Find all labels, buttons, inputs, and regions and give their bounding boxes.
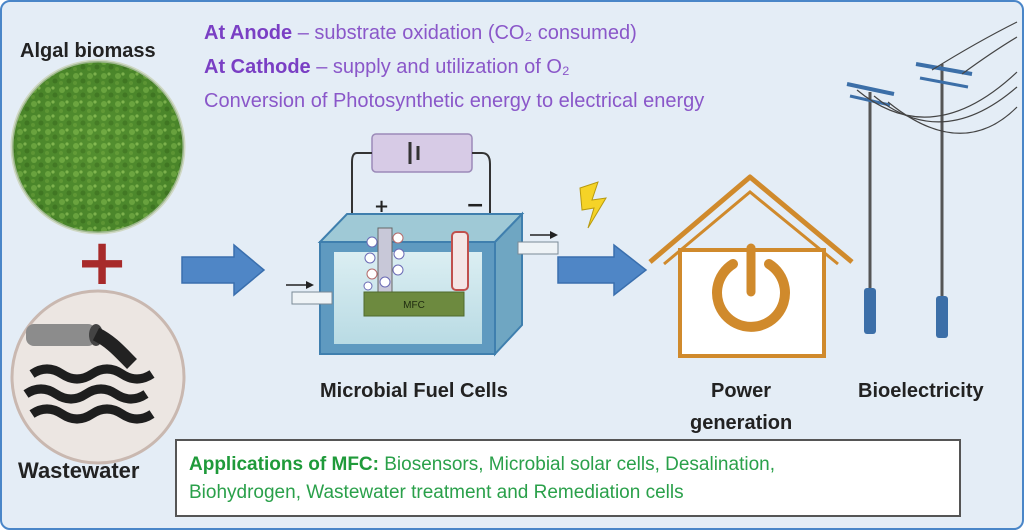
mfc-tank: MFC	[286, 211, 559, 357]
positive-sign: +	[374, 196, 389, 217]
applications-box: Applications of MFC: Biosensors, Microbi…	[175, 439, 961, 517]
lightning-icon	[579, 181, 607, 229]
input-arrow	[181, 243, 266, 297]
applications-text1: Biosensors, Microbial solar cells, Desal…	[378, 454, 775, 475]
applications-line1: Applications of MFC: Biosensors, Microbi…	[189, 451, 947, 479]
anode-electrode	[363, 227, 405, 293]
cathode-electrode	[451, 231, 469, 291]
algal-biomass-label: Algal biomass	[20, 40, 156, 62]
mfc-label: Microbial Fuel Cells	[320, 380, 508, 402]
anode-text: – substrate oxidation (CO₂ consumed)	[292, 22, 637, 44]
cathode-heading: At Cathode	[204, 56, 311, 78]
conversion-info: Conversion of Photosynthetic energy to e…	[204, 90, 705, 112]
cathode-info: At Cathode – supply and utilization of O…	[204, 56, 570, 79]
wastewater-image	[10, 289, 186, 465]
power-poles-icon	[846, 21, 1018, 338]
anode-info: At Anode – substrate oxidation (CO₂ cons…	[204, 22, 637, 45]
external-circuit	[351, 133, 491, 234]
applications-line2: Biohydrogen, Wastewater treatment and Re…	[189, 482, 684, 503]
anode-heading: At Anode	[204, 22, 293, 44]
power-icon	[712, 243, 790, 332]
algal-biomass-image	[10, 59, 186, 235]
cathode-text: – supply and utilization of O₂	[310, 56, 570, 78]
wastewater-label: Wastewater	[18, 458, 140, 483]
bioelectricity-label: Bioelectricity	[858, 380, 984, 402]
power-generation-line1: Power	[711, 380, 772, 402]
mfc-block-label: MFC	[403, 300, 425, 311]
plus-sign: +	[75, 226, 129, 300]
negative-sign: −	[466, 193, 484, 218]
power-generation-line2: generation	[690, 412, 793, 434]
output-arrow	[557, 243, 648, 297]
applications-heading: Applications of MFC:	[189, 454, 379, 475]
